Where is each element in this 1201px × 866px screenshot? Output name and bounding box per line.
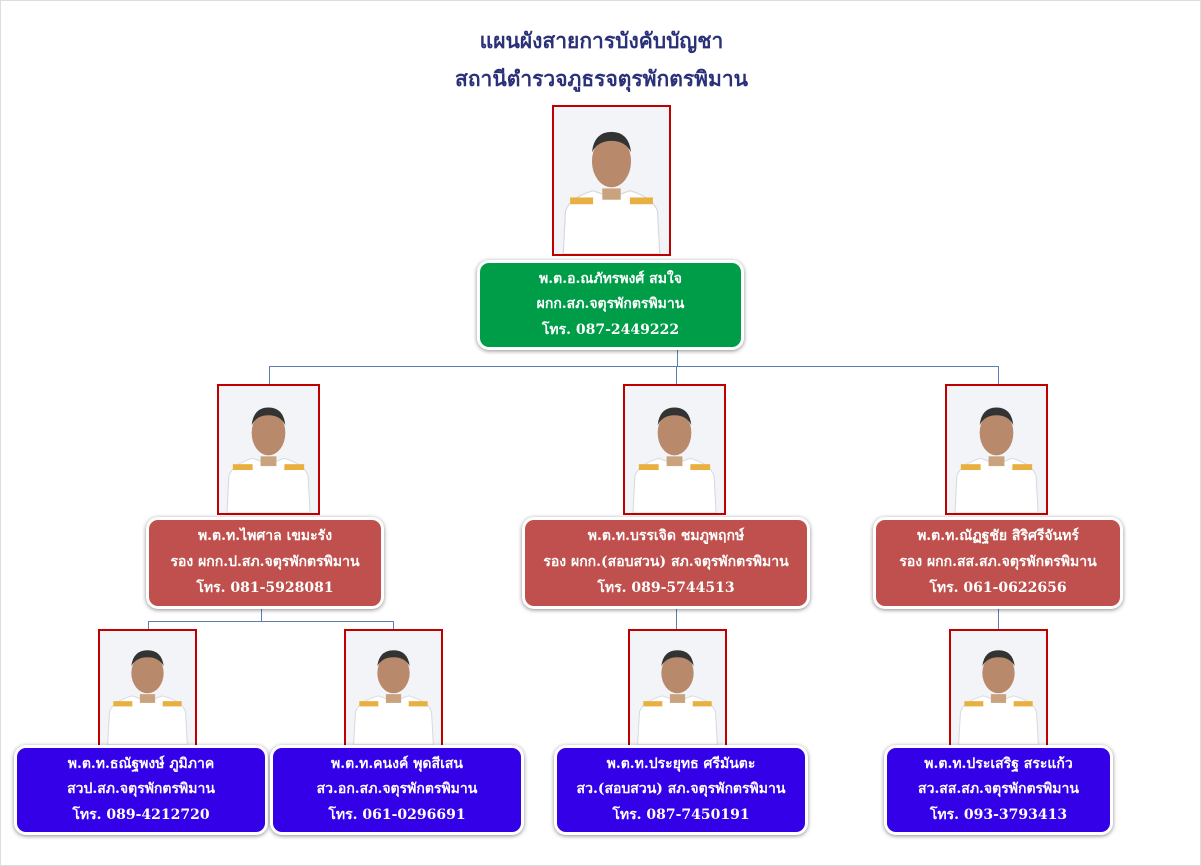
- person-name: พ.ต.อ.ณภัทรพงศ์ สมใจ: [539, 270, 682, 287]
- person-phone: โทร. 061-0296691: [328, 806, 466, 823]
- person-name: พ.ต.ท.บรรเจิด ชมภูพฤกษ์: [587, 528, 745, 545]
- person-phone: โทร. 081-5928081: [196, 580, 334, 597]
- inspector-card: พ.ต.ท.คนงค์ พุดสีเสน สว.อก.สภ.จตุรพักตรพ…: [270, 745, 524, 835]
- inspector-photo: [628, 629, 727, 747]
- connector-line: [677, 349, 678, 366]
- deputy-photo: [217, 384, 320, 515]
- officer-portrait-icon: [554, 107, 669, 254]
- person-name: พ.ต.ท.ธณัฐพงษ์ ภูมิภาค: [67, 755, 215, 772]
- connector-line: [676, 608, 677, 629]
- chief-photo: [552, 105, 671, 256]
- chart-title: แผนผังสายการบังคับบัญชา: [479, 29, 724, 53]
- person-phone: โทร. 089-5744513: [597, 580, 735, 597]
- person-name: พ.ต.ท.คนงค์ พุดสีเสน: [331, 755, 463, 772]
- person-position: สว.อก.สภ.จตุรพักตรพิมาน: [316, 781, 478, 798]
- connector-line: [269, 366, 270, 384]
- officer-portrait-icon: [625, 386, 724, 513]
- officer-portrait-icon: [219, 386, 318, 513]
- person-name: พ.ต.ท.ประเสริฐ สระแก้ว: [924, 755, 1073, 772]
- connector-line: [998, 366, 999, 384]
- inspector-card: พ.ต.ท.ประยุทธ ศรีมันตะ สว.(สอบสวน) สภ.จต…: [554, 745, 808, 835]
- person-name: พ.ต.ท.ณัฏฐชัย สิริศรีจันทร์: [917, 528, 1079, 545]
- person-name: พ.ต.ท.ประยุทธ ศรีมันตะ: [606, 755, 756, 772]
- person-position: รอง ผกก.ป.สภ.จตุรพักตรพิมาน: [170, 554, 360, 571]
- person-position: สว.สส.สภ.จตุรพักตรพิมาน: [918, 781, 1079, 798]
- officer-portrait-icon: [100, 631, 195, 745]
- inspector-card: พ.ต.ท.ธณัฐพงษ์ ภูมิภาค สวป.สภ.จตุรพักตรพ…: [14, 745, 268, 835]
- connector-line: [676, 366, 677, 384]
- person-position: ผกก.สภ.จตุรพักตรพิมาน: [536, 296, 685, 313]
- chart-subtitle: สถานีตำรวจภูธรจตุรพักตรพิมาน: [455, 67, 748, 91]
- person-phone: โทร. 093-3793413: [929, 806, 1068, 823]
- connector-line: [269, 366, 999, 367]
- person-position: รอง ผกก.สส.สภ.จตุรพักตรพิมาน: [899, 554, 1097, 571]
- officer-portrait-icon: [630, 631, 725, 745]
- connector-line: [261, 608, 262, 621]
- person-phone: โทร. 087-7450191: [612, 806, 750, 823]
- inspector-photo: [949, 629, 1048, 747]
- person-position: สว.(สอบสวน) สภ.จตุรพักตรพิมาน: [576, 781, 786, 798]
- deputy-photo: [623, 384, 726, 515]
- person-position: รอง ผกก.(สอบสวน) สภ.จตุรพักตรพิมาน: [543, 554, 789, 571]
- connector-line: [148, 621, 394, 622]
- officer-portrait-icon: [346, 631, 441, 745]
- deputy-card: พ.ต.ท.ไพศาล เขมะรัง รอง ผกก.ป.สภ.จตุรพัก…: [146, 517, 384, 609]
- inspector-photo: [98, 629, 197, 747]
- connector-line: [393, 621, 394, 629]
- deputy-photo: [945, 384, 1048, 515]
- connector-line: [998, 608, 999, 629]
- person-phone: โทร. 089-4212720: [72, 806, 210, 823]
- person-position: สวป.สภ.จตุรพักตรพิมาน: [67, 781, 215, 798]
- inspector-card: พ.ต.ท.ประเสริฐ สระแก้ว สว.สส.สภ.จตุรพักต…: [884, 745, 1113, 835]
- officer-portrait-icon: [947, 386, 1046, 513]
- inspector-photo: [344, 629, 443, 747]
- connector-line: [148, 621, 149, 629]
- deputy-card: พ.ต.ท.บรรเจิด ชมภูพฤกษ์ รอง ผกก.(สอบสวน)…: [522, 517, 810, 609]
- officer-portrait-icon: [951, 631, 1046, 745]
- person-phone: โทร. 087-2449222: [541, 321, 680, 338]
- chief-card: พ.ต.อ.ณภัทรพงศ์ สมใจ ผกก.สภ.จตุรพักตรพิม…: [477, 260, 744, 350]
- person-phone: โทร. 061-0622656: [929, 580, 1067, 597]
- person-name: พ.ต.ท.ไพศาล เขมะรัง: [197, 528, 333, 545]
- deputy-card: พ.ต.ท.ณัฏฐชัย สิริศรีจันทร์ รอง ผกก.สส.ส…: [873, 517, 1123, 609]
